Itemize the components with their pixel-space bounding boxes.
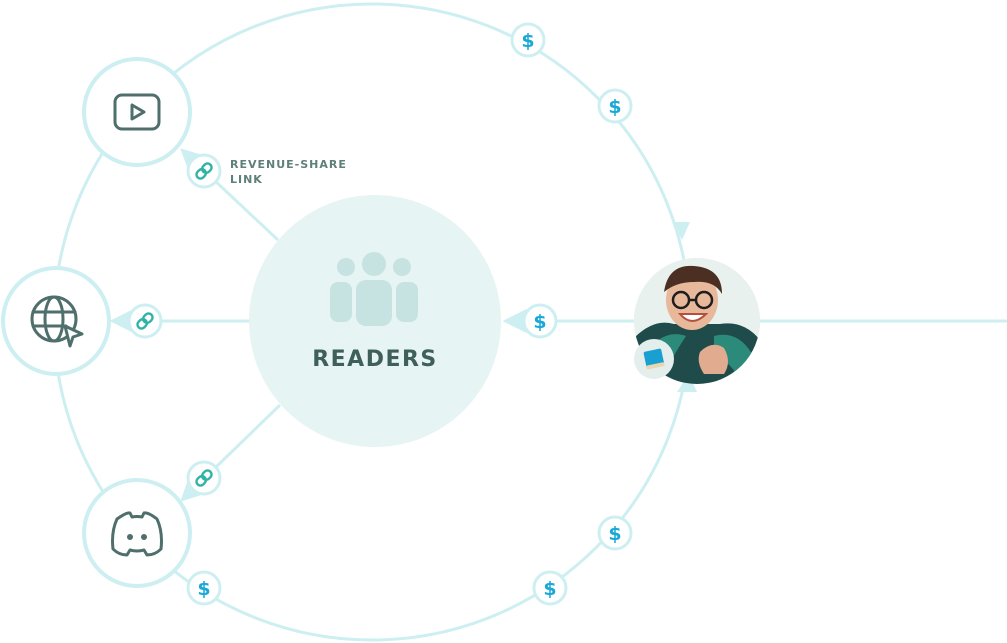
- discord-icon: [111, 511, 163, 557]
- link-icon: [136, 312, 154, 330]
- dollar-badge: $: [597, 88, 633, 124]
- revenue-share-label: REVENUE-SHARE LINK: [230, 157, 347, 187]
- link-badge: [186, 460, 222, 496]
- dollar-sign: $: [608, 96, 621, 118]
- discord-node[interactable]: [82, 478, 192, 588]
- dollar-sign: $: [533, 311, 546, 333]
- dollar-sign: $: [521, 30, 534, 52]
- book-badge: [634, 339, 674, 379]
- video-platform-node[interactable]: [82, 57, 192, 167]
- dollar-sign: $: [608, 523, 621, 545]
- dollar-badge: $: [522, 303, 558, 339]
- revenue-share-label-line1: REVENUE-SHARE: [230, 158, 347, 171]
- dollar-badge: $: [186, 570, 222, 606]
- arrow-into-author-top: [672, 222, 690, 240]
- video-play-icon: [113, 93, 161, 131]
- dollar-badge: $: [510, 22, 546, 58]
- link-badge: [127, 303, 163, 339]
- dollar-sign: $: [543, 578, 556, 600]
- book-icon: [643, 348, 665, 370]
- dollar-badge: $: [532, 570, 568, 606]
- website-node[interactable]: [1, 266, 111, 376]
- dollar-sign: $: [197, 578, 210, 600]
- readers-title: READERS: [312, 347, 438, 372]
- dollar-badge: $: [597, 515, 633, 551]
- readers-group-icon: [330, 252, 418, 326]
- globe-cursor-icon: [30, 295, 84, 348]
- revenue-share-label-line2: LINK: [230, 173, 263, 186]
- link-badge: [186, 153, 222, 189]
- link-icon: [195, 162, 213, 180]
- link-icon: [195, 469, 213, 487]
